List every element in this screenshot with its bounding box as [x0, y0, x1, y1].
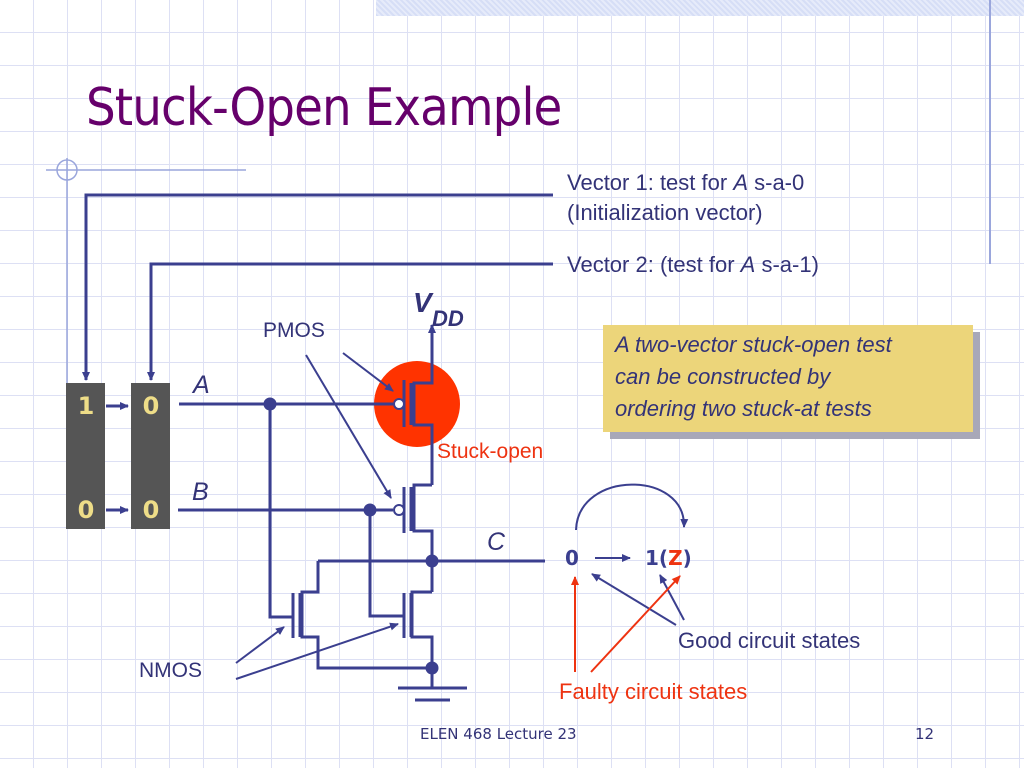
faulty-pointer-final [590, 575, 681, 673]
callout-line: ordering two stuck-at tests [615, 396, 872, 421]
junction-gnd [425, 661, 439, 675]
input-a-label: A [191, 371, 210, 399]
junction-a [263, 397, 277, 411]
nmos-pointer-2 [235, 622, 399, 680]
callout-box: A two-vector stuck-open test can be cons… [603, 325, 973, 432]
state-final: 1(Z) [645, 546, 692, 570]
right-decor-rule [989, 0, 991, 264]
transition-curve-arrow [575, 483, 689, 531]
stuck-open-fault-highlight [374, 361, 460, 447]
vdd-label-main: V [413, 287, 434, 318]
vector1-line2: (Initialization vector) [567, 200, 763, 225]
good-pointer-initial [591, 573, 677, 626]
crosshair-decor [46, 158, 246, 400]
stuck-open-label: Stuck-open [437, 440, 543, 463]
state-initial: 0 [565, 546, 579, 570]
register-vector2 [131, 383, 170, 529]
good-pointer-final [659, 574, 685, 621]
vector1-feed-wire [82, 193, 553, 381]
junction-b [363, 503, 377, 517]
vector2-annotation: Vector 2: (test for A s-a-1) [567, 252, 819, 278]
output-c-label: C [487, 528, 506, 556]
pmos2-bubble [393, 504, 405, 516]
pmos1-bubble [393, 398, 405, 410]
b-to-nmos2-gate [368, 510, 404, 618]
good-states-label: Good circuit states [678, 628, 860, 653]
footer-lecture: ELEN 468 Lecture 23 [420, 725, 577, 743]
vector2-feed-wire [147, 262, 553, 381]
vector2-var: A [740, 252, 756, 277]
vector1-annotation: Vector 1: test for A s-a-0 (Initializati… [567, 168, 804, 228]
nmos-label: NMOS [139, 659, 202, 682]
bit-v1-b: 0 [78, 496, 95, 524]
callout-line: A two-vector stuck-open test [615, 332, 892, 357]
vector2-prefix: Vector 2: (test for [567, 252, 741, 277]
header-decor-band [376, 0, 1024, 16]
pmos-pointer-1 [342, 352, 394, 392]
state-final-suffix: ) [683, 546, 692, 570]
faulty-states-label: Faulty circuit states [559, 679, 747, 704]
vector1-prefix: Vector 1: test for [567, 170, 734, 195]
page-number: 12 [915, 725, 935, 743]
bit-v2-a: 0 [143, 392, 160, 420]
slide-title: Stuck-Open Example [86, 78, 562, 138]
callout-line: can be constructed by [615, 364, 831, 389]
a-to-nmos1-gate [268, 404, 293, 619]
vector1-suffix: s-a-0 [748, 170, 805, 195]
bit-v2-b: 0 [143, 496, 160, 524]
vector1-var: A [733, 170, 748, 195]
junction-c [425, 554, 439, 568]
register-vector1 [66, 383, 105, 529]
state-final-prefix: 1( [645, 546, 668, 570]
vector2-suffix: s-a-1) [755, 252, 819, 277]
input-b-label: B [192, 478, 209, 506]
pmos-label: PMOS [263, 319, 325, 342]
nmos-pointer-1 [235, 626, 285, 664]
bit-v1-a: 1 [78, 392, 95, 420]
vdd-label-sub: DD [432, 306, 464, 331]
state-final-faulty: Z [668, 546, 683, 570]
pmos-pointer-2 [305, 354, 392, 499]
vector1-line1: Vector 1: test for A s-a-0 [567, 168, 804, 198]
